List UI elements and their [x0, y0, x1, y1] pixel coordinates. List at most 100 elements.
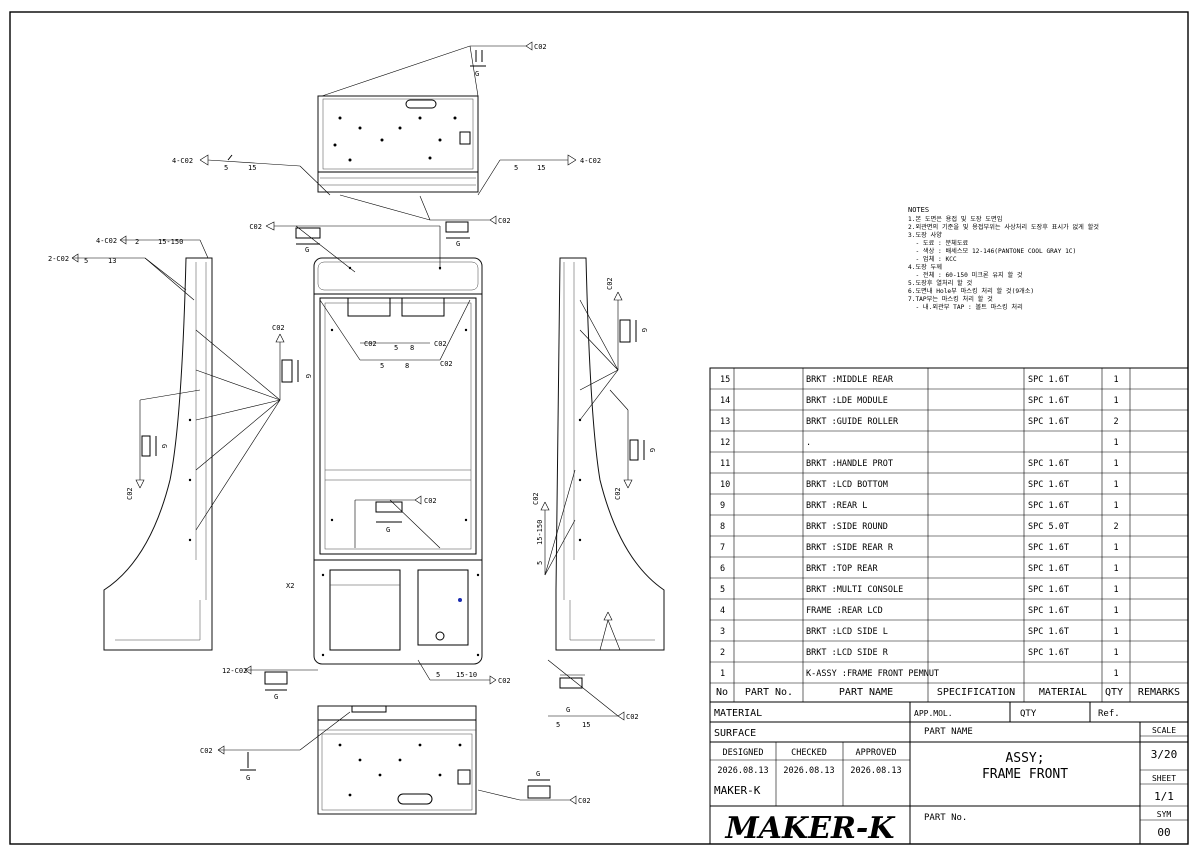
weld-label: C02 — [364, 340, 377, 348]
weld-label: 13 — [108, 257, 116, 265]
bom-cell-part-name: BRKT :TOP REAR — [806, 564, 879, 574]
bom-cell-qty: 1 — [1113, 438, 1118, 448]
weld-label: 4-C02 — [580, 157, 601, 165]
bom-cell-no: 11 — [720, 459, 730, 469]
bom-cell-no: 15 — [720, 375, 730, 385]
weld-label: G — [304, 374, 312, 378]
weld-label: 4-C02 — [172, 157, 193, 165]
scale-value: 3/20 — [1151, 748, 1178, 761]
front-view: X2 — [286, 257, 483, 665]
bom-cell-part-name: BRKT :GUIDE ROLLER — [806, 417, 899, 427]
weld-label: 15-150 — [158, 238, 183, 246]
bom-cell-part-name: . — [806, 438, 811, 448]
weld-label: 5 — [84, 257, 88, 265]
weld-label: G — [640, 328, 648, 332]
note-line: 5.도장후 열처리 할 것 — [908, 279, 972, 287]
top-view-welds: G C02 4-C02 5 15 4-C02 5 15 G C02 — [172, 41, 601, 248]
sym-label: SYM — [1157, 810, 1172, 819]
bom-row: 11 BRKT :HANDLE PROT SPC 1.6T 1 — [720, 459, 1119, 469]
bom-cell-part-name: K-ASSY :FRAME FRONT PEMNUT — [806, 669, 939, 679]
part-name-line2: FRAME FRONT — [982, 767, 1068, 782]
weld-label: 15-150 — [536, 520, 544, 545]
bom-cell-material: SPC 1.6T — [1028, 564, 1069, 574]
weld-label: 5 — [536, 561, 544, 565]
ref-label: Ref. — [1098, 709, 1120, 719]
company-logo: MAKER-K — [725, 811, 897, 846]
material-label: MATERIAL — [714, 708, 762, 719]
bom-row: 9 BRKT :REAR L SPC 1.6T 1 — [720, 501, 1119, 511]
note-line: 6.도면내 Hole부 마스킹 처리 할 것(9개소) — [908, 287, 1034, 295]
weld-label: G — [305, 246, 309, 254]
weld-label: C02 — [272, 324, 285, 332]
bom-cell-material: SPC 1.6T — [1028, 627, 1069, 637]
bom-header-specification: SPECIFICATION — [937, 687, 1015, 698]
weld-label: C02 — [534, 43, 547, 51]
weld-label: 2-C02 — [48, 255, 69, 263]
bom-cell-material: SPC 1.6T — [1028, 459, 1069, 469]
bom-cell-qty: 1 — [1113, 585, 1118, 595]
weld-label: 4-C02 — [96, 237, 117, 245]
bom-cell-qty: 1 — [1113, 648, 1118, 658]
bom-cell-material: SPC 1.6T — [1028, 501, 1069, 511]
bom-cell-qty: 1 — [1113, 501, 1118, 511]
note-line: 4.도장 두께 — [908, 263, 942, 271]
bom-cell-no: 13 — [720, 417, 730, 427]
weld-label: 5 — [224, 164, 228, 172]
bom-cell-no: 7 — [720, 543, 725, 553]
bom-cell-part-name: BRKT :REAR L — [806, 501, 867, 511]
bom-cell-part-name: BRKT :LCD SIDE L — [806, 627, 888, 637]
weld-label: 5 — [514, 164, 518, 172]
weld-label: 15 — [582, 721, 590, 729]
bom-row: 1 K-ASSY :FRAME FRONT PEMNUT 1 — [720, 669, 1119, 679]
weld-label: C02 — [434, 340, 447, 348]
note-line: - 전체 : 60-150 미크론 유지 할 것 — [908, 271, 1023, 279]
bom-cell-no: 3 — [720, 627, 725, 637]
bom-cell-part-name: BRKT :HANDLE PROT — [806, 459, 893, 469]
bom-cell-qty: 1 — [1113, 480, 1118, 490]
sym-value: 00 — [1157, 826, 1170, 839]
bom-header-material: MATERIAL — [1039, 687, 1087, 698]
bom-cell-material: SPC 1.6T — [1028, 480, 1069, 490]
sheet-value: 1/1 — [1154, 790, 1174, 803]
weld-label: C02 — [626, 713, 639, 721]
bom-cell-no: 1 — [720, 669, 725, 679]
bom-cell-part-name: BRKT :SIDE ROUND — [806, 522, 888, 532]
weld-label: C02 — [126, 487, 134, 500]
bom-cell-no: 14 — [720, 396, 730, 406]
note-line: - 도료 : 분체도료 — [908, 239, 969, 247]
weld-label: 8 — [405, 362, 409, 370]
note-line: 2.외관면의 기준을 및 용접부위는 사상처리 도장후 표시가 없게 할것 — [908, 223, 1099, 231]
bom-cell-part-name: BRKT :LCD BOTTOM — [806, 480, 888, 490]
bom-cell-no: 9 — [720, 501, 725, 511]
right-side-welds: C02 G G C02 C02 5 15-150 — [532, 277, 656, 651]
bom-cell-qty: 1 — [1113, 564, 1118, 574]
bom-cell-qty: 1 — [1113, 459, 1118, 469]
bom-cell-qty: 1 — [1113, 543, 1118, 553]
bom-cell-no: 12 — [720, 438, 730, 448]
weld-label: G — [160, 444, 168, 448]
weld-label: 5 — [380, 362, 384, 370]
bom-cell-qty: 2 — [1113, 522, 1118, 532]
bom-cell-no: 4 — [720, 606, 725, 616]
notes-block: NOTES 1.본 도면은 용접 및 도장 도면임 2.외관면의 기준을 및 용… — [908, 206, 1099, 311]
weld-label: 12-C02 — [222, 667, 247, 675]
bom-cell-qty: 1 — [1113, 669, 1118, 679]
weld-label: G — [246, 774, 250, 782]
scale-label: SCALE — [1152, 726, 1176, 735]
weld-label: C02 — [498, 217, 511, 225]
weld-label: C02 — [440, 360, 453, 368]
app-mol-label: APP.MOL. — [914, 709, 953, 718]
bom-cell-no: 10 — [720, 480, 730, 490]
weld-label: C02 — [532, 492, 540, 505]
bom-cell-qty: 1 — [1113, 396, 1118, 406]
bom-header-row: No PART No. PART NAME SPECIFICATION MATE… — [716, 687, 1180, 698]
bom-cell-part-name: BRKT :MIDDLE REAR — [806, 375, 894, 385]
weld-label: 8 — [410, 344, 414, 352]
